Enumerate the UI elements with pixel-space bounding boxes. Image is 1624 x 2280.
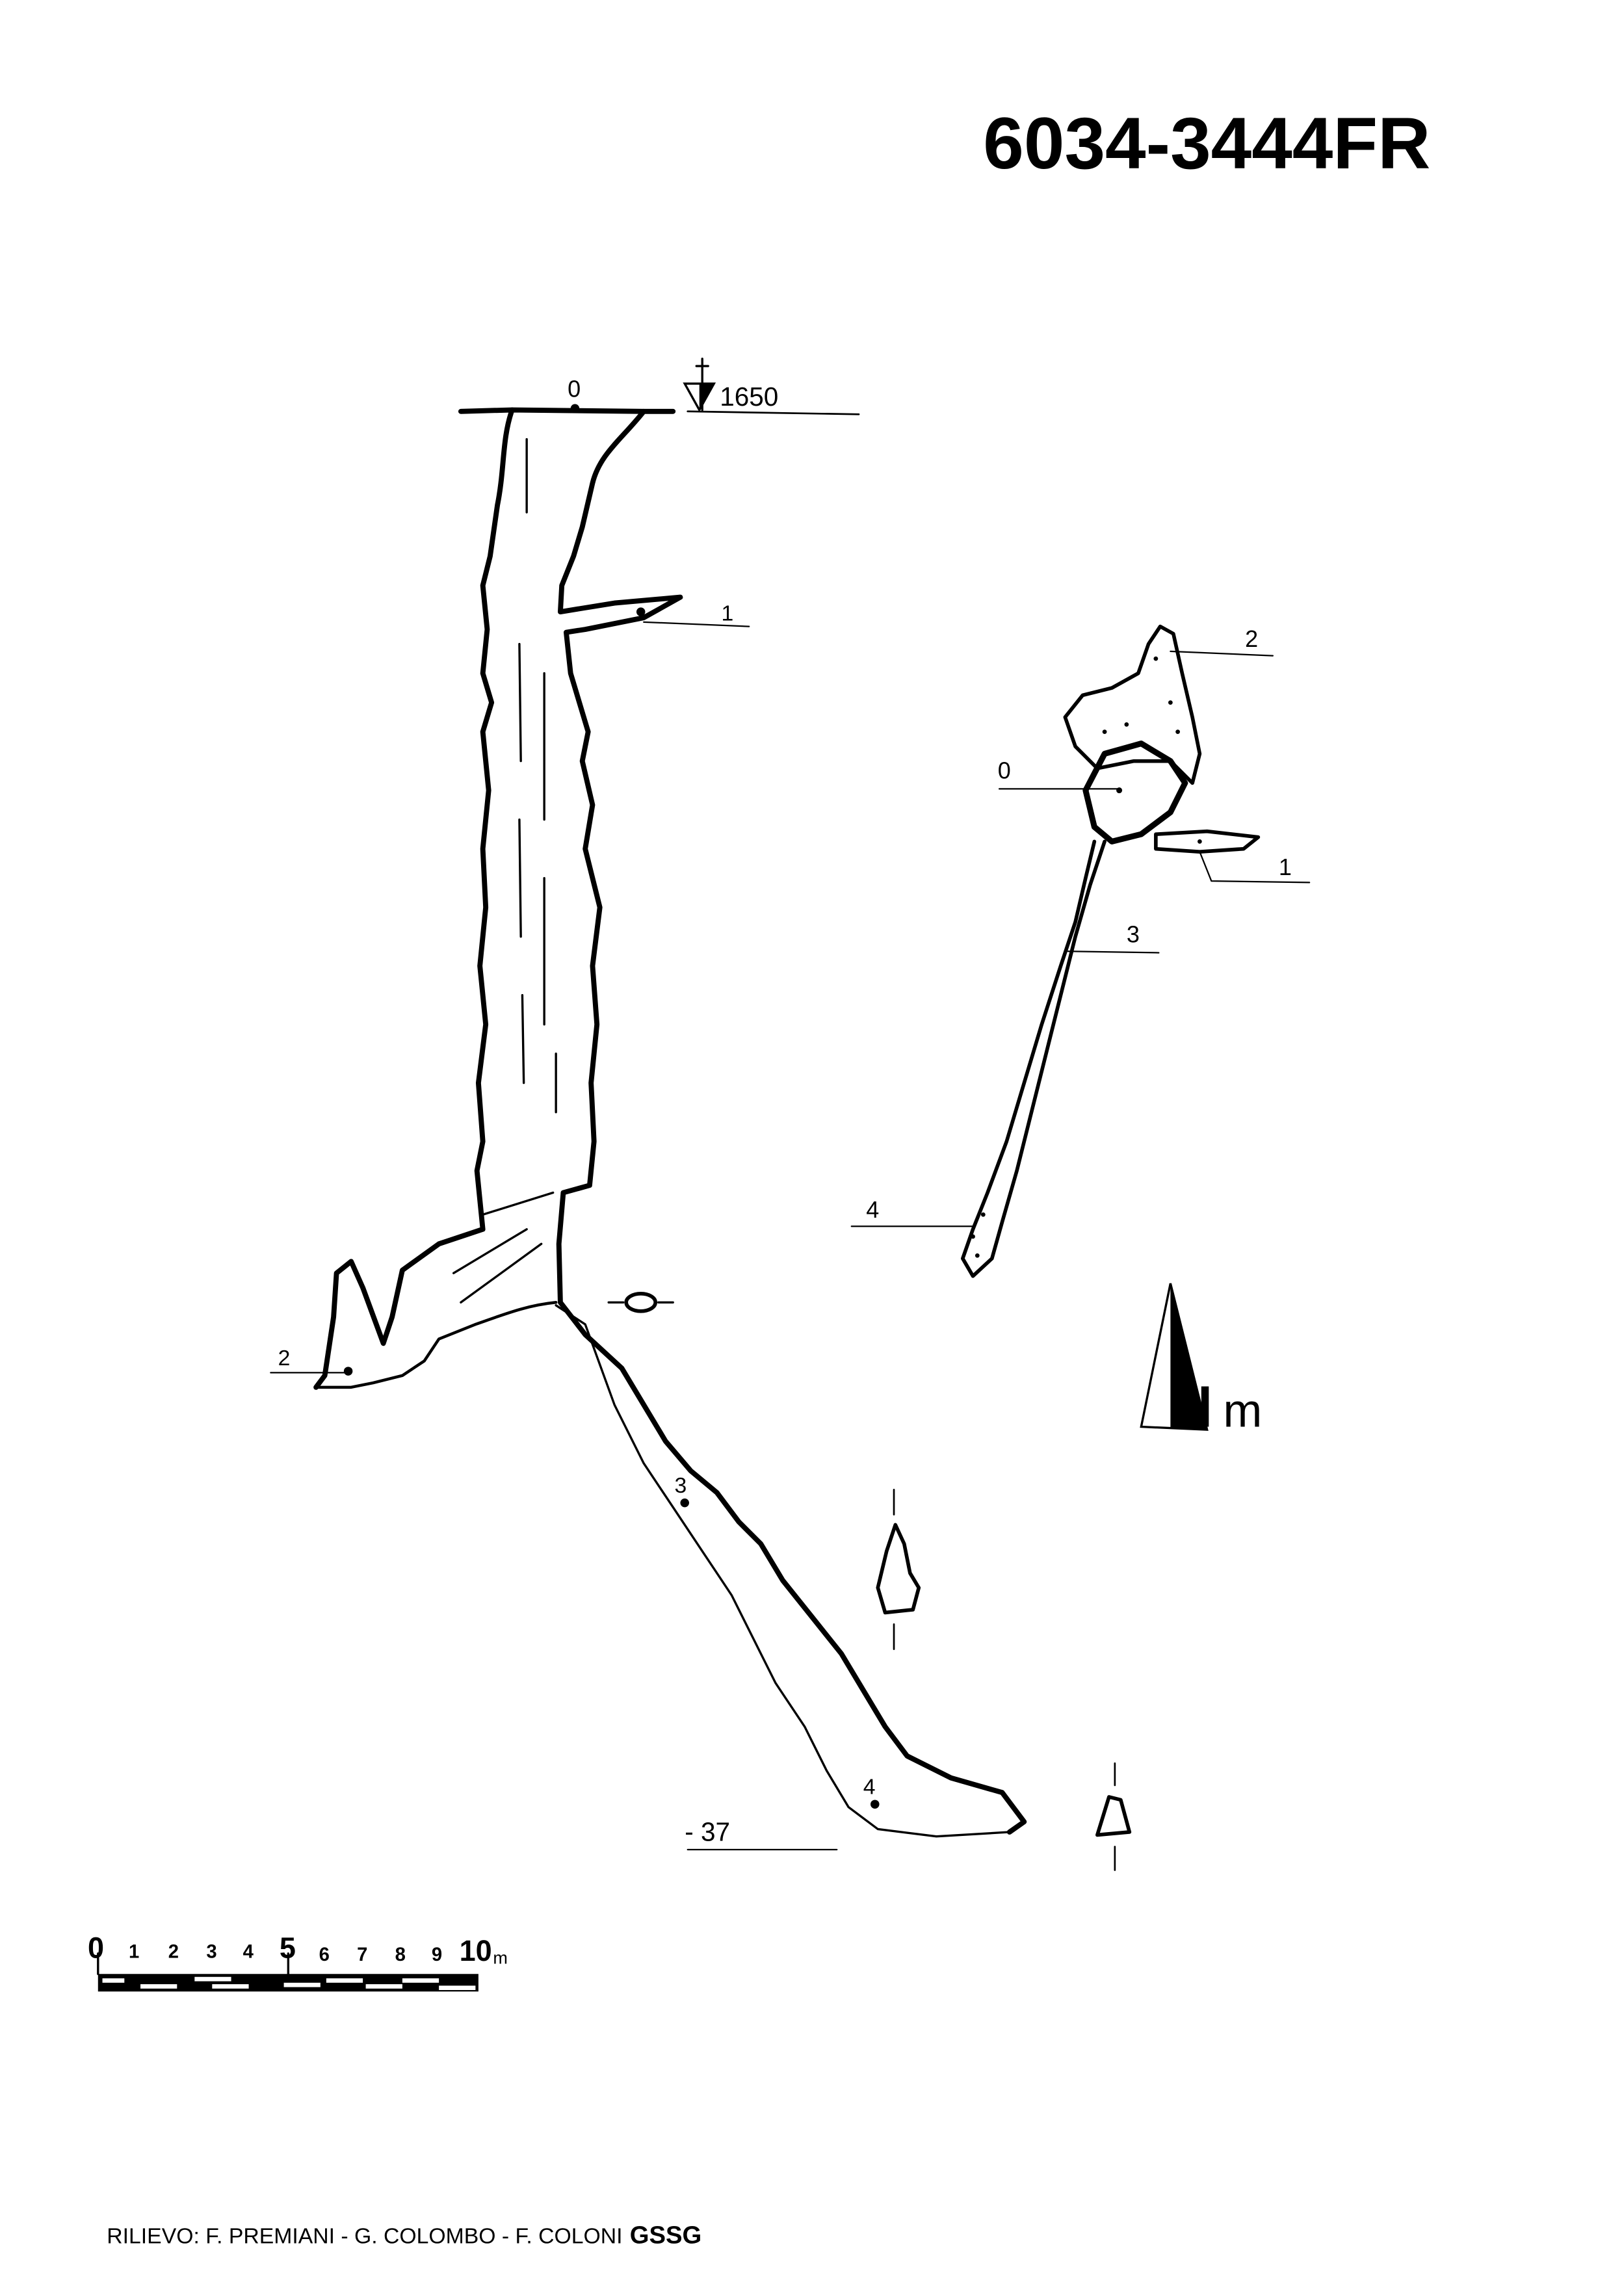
north-suffix: m	[1223, 1385, 1262, 1437]
plan-station-2: 2	[1245, 625, 1258, 652]
station-label-1: 1	[721, 601, 733, 626]
scale-tick-6: 6	[319, 1945, 330, 1965]
survey-title: 6034-3444FR	[983, 102, 1430, 184]
depth-label: - 37	[685, 1816, 730, 1846]
credits-text: RILIEVO: F. PREMIANI - G. COLOMBO - F. C…	[107, 2223, 622, 2248]
scale-tick-9: 9	[432, 1945, 442, 1965]
station-label-3: 3	[674, 1473, 687, 1498]
credits: RILIEVO: F. PREMIANI - G. COLOMBO - F. C…	[107, 2221, 701, 2249]
scale-unit: m	[493, 1948, 508, 1968]
scale-bar	[97, 1952, 478, 1992]
plan-station-4: 4	[866, 1196, 879, 1223]
scale-tick-4: 4	[243, 1942, 254, 1963]
station-label-0: 0	[568, 375, 581, 402]
scale-tick-0: 0	[88, 1932, 104, 1965]
elevation-marker	[683, 358, 860, 415]
station-label-2: 2	[278, 1346, 291, 1370]
plan-view	[850, 624, 1311, 1278]
station-label-4: 4	[863, 1774, 876, 1799]
scale-tick-1: 1	[129, 1942, 139, 1963]
scale-tick-3: 3	[206, 1942, 216, 1963]
scale-tick-10: 10	[460, 1934, 492, 1967]
elevation-label: 1650	[720, 382, 778, 412]
section-profile	[313, 404, 1027, 1838]
scale-tick-2: 2	[168, 1942, 179, 1963]
north-arrow-icon	[1140, 1283, 1209, 1431]
scale-tick-5: 5	[280, 1932, 296, 1965]
plan-station-3: 3	[1127, 921, 1140, 948]
north-label: N	[1170, 1375, 1212, 1440]
credits-group: GSSG	[630, 2221, 702, 2249]
plan-station-1: 1	[1279, 854, 1292, 880]
plan-station-0: 0	[998, 757, 1011, 784]
scale-tick-7: 7	[357, 1945, 367, 1965]
cross-sections	[876, 1489, 1132, 1871]
scale-tick-8: 8	[395, 1945, 406, 1965]
